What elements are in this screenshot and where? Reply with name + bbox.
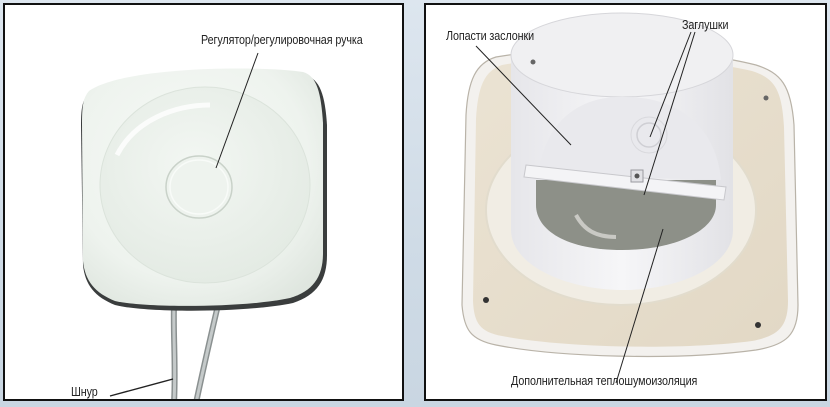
fan-back-illustration bbox=[461, 12, 799, 384]
panel-fan-back: Лопасти заслонки Заглушки Дополнительная… bbox=[424, 3, 827, 401]
label-damper-blades: Лопасти заслонки bbox=[446, 29, 535, 43]
label-cord: Шнур bbox=[71, 385, 98, 399]
plug-graphic bbox=[636, 122, 662, 148]
label-plugs: Заглушки bbox=[682, 18, 729, 32]
regulator-knob bbox=[165, 155, 233, 219]
fan-front-illustration bbox=[81, 52, 327, 399]
label-regulator: Регулятор/регулировочная ручка bbox=[201, 33, 363, 47]
label-insulation: Дополнительная теплошумоизоляция bbox=[511, 374, 698, 388]
panel-fan-front: Регулятор/регулировочная ручка Шнур bbox=[3, 3, 404, 401]
power-cord-graphic bbox=[170, 304, 221, 399]
